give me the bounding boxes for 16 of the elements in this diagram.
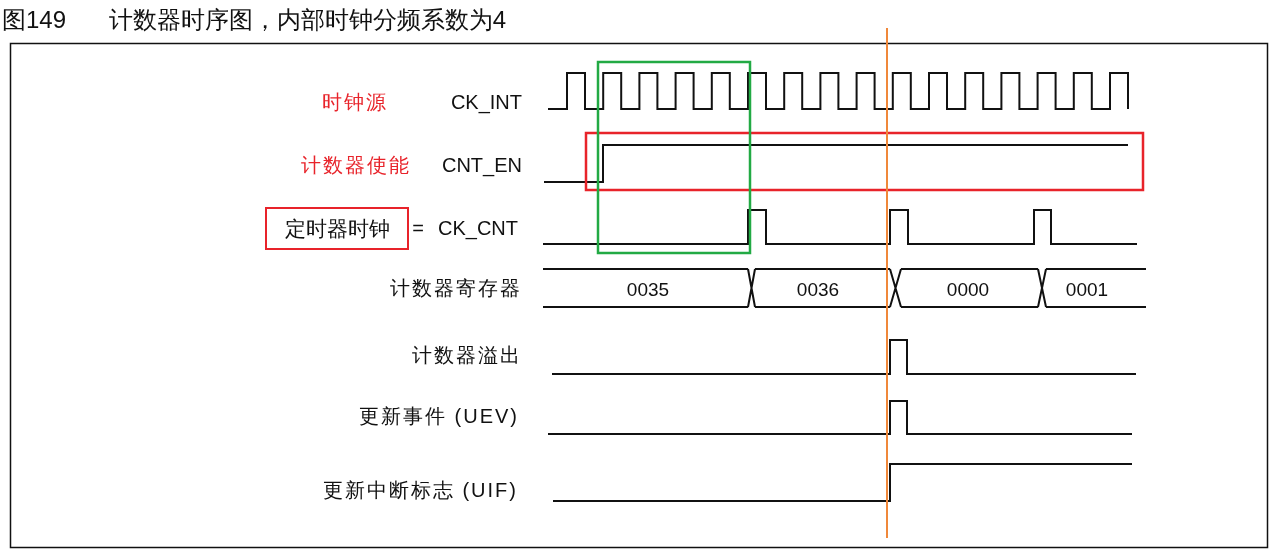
signal-name: 计数器使能	[301, 153, 411, 177]
highlight-box: 定时器时钟	[265, 207, 409, 250]
signal-name: CK_CNT	[438, 216, 518, 240]
signal-name: 时钟源	[322, 90, 388, 114]
register-value: 0035	[626, 278, 670, 302]
signal-name: CK_INT	[450, 90, 522, 114]
figure-title: 图149 计数器时序图，内部时钟分频系数为4	[2, 6, 507, 34]
equals-sign: =	[412, 216, 424, 240]
signal-name: 计数器寄存器	[390, 276, 522, 300]
signal-name: 更新事件 (UEV)	[359, 404, 519, 428]
register-value: 0001	[1065, 278, 1109, 302]
signal-name: 计数器溢出	[412, 343, 522, 367]
signal-name: 更新中断标志 (UIF)	[322, 478, 518, 502]
register-value: 0036	[796, 278, 840, 302]
register-value: 0000	[946, 278, 990, 302]
signal-name: CNT_EN	[442, 153, 522, 177]
